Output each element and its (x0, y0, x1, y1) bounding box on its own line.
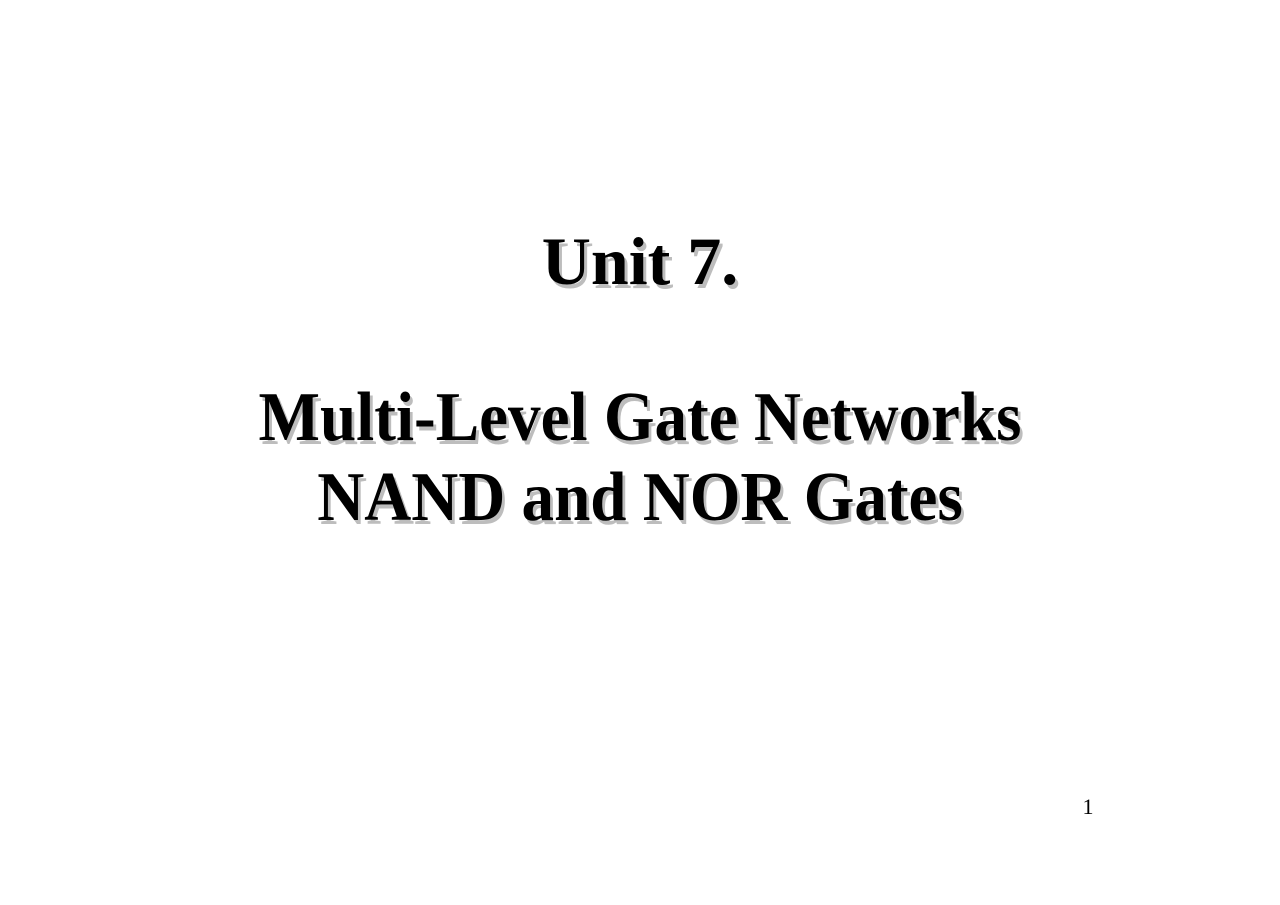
page-number: 1 (1082, 794, 1094, 819)
title-blank-line (0, 300, 1280, 378)
slide-title-subject: Multi-Level Gate Networks (258, 379, 1022, 456)
slide-title-gates: NAND and NOR Gates (317, 459, 963, 536)
slide-title-unit: Unit 7. (541, 223, 739, 299)
title-block: Unit 7. Multi-Level Gate Networks NAND a… (0, 222, 1280, 538)
